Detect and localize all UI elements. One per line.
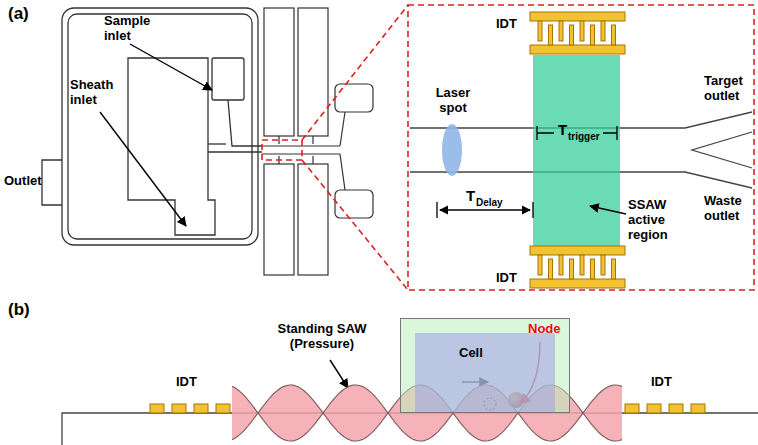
idt-electrode: IDT bbox=[150, 404, 232, 413]
chip-outline bbox=[228, 100, 262, 146]
leader-arrows bbox=[330, 360, 348, 388]
idt-finger bbox=[538, 255, 542, 275]
inlet-label: Sample inlet bbox=[104, 14, 156, 44]
inlet-label: Sheath inlet bbox=[70, 78, 122, 108]
idt-label: IDT bbox=[651, 374, 672, 389]
idt-electrode: IDT bbox=[530, 12, 625, 54]
electrode-pads bbox=[298, 164, 328, 275]
region-label: SSAW active region bbox=[628, 198, 692, 243]
chip-outline bbox=[68, 14, 252, 239]
chip-outline bbox=[212, 58, 244, 100]
chip-outline bbox=[62, 8, 258, 245]
panel-label: (b) bbox=[8, 300, 30, 320]
idt-finger bbox=[647, 404, 661, 413]
idt-comb bbox=[625, 404, 707, 413]
time-subscript: Delay bbox=[476, 197, 503, 209]
idt-finger bbox=[216, 404, 230, 413]
idt-finger bbox=[612, 259, 616, 279]
electrode-pads bbox=[264, 8, 294, 136]
idt-finger bbox=[549, 259, 553, 279]
microchannel bbox=[692, 132, 752, 168]
idt-finger bbox=[669, 404, 683, 413]
electrode-pads bbox=[298, 8, 328, 136]
time-symbol: T bbox=[558, 121, 567, 138]
idt-comb bbox=[530, 246, 625, 288]
idt-finger bbox=[625, 404, 639, 413]
leader-arrows bbox=[590, 206, 626, 214]
zoom-frame bbox=[302, 5, 408, 290]
channel-fluid bbox=[415, 333, 555, 412]
outlet-label: Target outlet bbox=[704, 74, 752, 104]
idt-finger bbox=[530, 246, 625, 255]
idt-finger bbox=[601, 21, 605, 41]
zoom-frame bbox=[408, 5, 754, 290]
electrode-pads bbox=[340, 112, 345, 190]
idt-finger bbox=[530, 12, 625, 21]
time-symbol: T bbox=[466, 187, 475, 204]
idt-finger bbox=[530, 45, 625, 54]
time-subscript: trigger bbox=[568, 131, 600, 143]
idt-comb bbox=[530, 12, 625, 54]
idt-finger bbox=[591, 259, 595, 279]
idt-finger bbox=[530, 279, 625, 288]
cell-label: Cell bbox=[459, 345, 483, 360]
idt-finger bbox=[194, 404, 208, 413]
leader-arrows bbox=[100, 112, 186, 226]
ssaw-region bbox=[533, 55, 620, 246]
leader-arrows bbox=[130, 44, 212, 90]
outlet-label: Outlet bbox=[4, 174, 42, 189]
idt-label: IDT bbox=[496, 16, 517, 31]
idt-electrode: IDT bbox=[530, 246, 625, 288]
idt-comb bbox=[150, 404, 232, 413]
idt-finger bbox=[601, 255, 605, 275]
node-label: Node bbox=[528, 322, 561, 337]
chip-outline bbox=[42, 160, 62, 205]
outlet-label: Waste outlet bbox=[704, 194, 752, 224]
idt-finger bbox=[559, 255, 563, 275]
idt-finger bbox=[549, 25, 553, 45]
idt-finger bbox=[172, 404, 186, 413]
idt-finger bbox=[570, 25, 574, 45]
electrode-pads bbox=[262, 8, 373, 275]
idt-finger bbox=[612, 25, 616, 45]
chip-outline bbox=[42, 8, 262, 245]
idt-label: IDT bbox=[176, 374, 197, 389]
panel-label: (a) bbox=[8, 4, 29, 24]
chip-outline bbox=[208, 143, 226, 144]
laser-spot bbox=[442, 124, 462, 176]
idt-finger bbox=[538, 21, 542, 41]
idt-finger bbox=[691, 404, 705, 413]
zoom-frame bbox=[262, 5, 754, 290]
idt-finger bbox=[580, 255, 584, 275]
idt-finger bbox=[150, 404, 164, 413]
wave-label: Standing SAW (Pressure) bbox=[262, 322, 382, 352]
electrode-pads bbox=[262, 146, 340, 154]
chip-outline bbox=[208, 151, 262, 152]
zoom-frame bbox=[262, 140, 302, 160]
idt-finger bbox=[559, 21, 563, 41]
idt-label: IDT bbox=[496, 270, 517, 285]
laser-label: Laser spot bbox=[428, 86, 478, 116]
electrode-pads bbox=[335, 190, 373, 218]
idt-electrode: IDT bbox=[625, 404, 707, 413]
delay-bracket bbox=[440, 209, 530, 210]
idt-finger bbox=[591, 25, 595, 45]
electrode-pads bbox=[264, 164, 294, 275]
electrode-pads bbox=[335, 84, 373, 112]
idt-finger bbox=[570, 259, 574, 279]
idt-finger bbox=[580, 21, 584, 41]
